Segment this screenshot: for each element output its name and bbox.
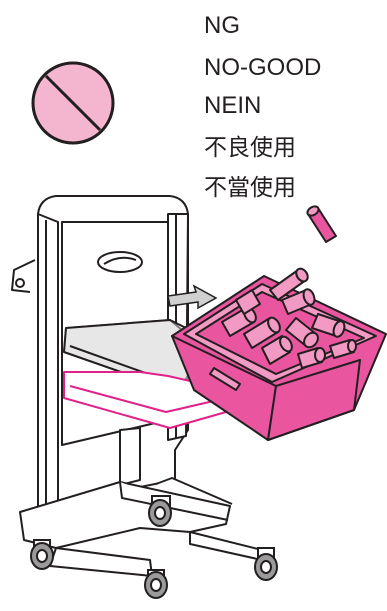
prohibition-icon (31, 61, 115, 145)
warning-text-ng: NG (204, 12, 240, 39)
parts-bin-illustration (171, 267, 387, 441)
falling-part (306, 205, 337, 243)
lower-tray (63, 371, 231, 429)
warning-text-traditional: 不當使用 (204, 175, 296, 201)
caster-wheels (30, 495, 278, 599)
warning-text-no-good: NO-GOOD (204, 54, 322, 81)
warning-text-simplified: 不良使用 (204, 135, 296, 161)
warning-text-nein: NEIN (204, 92, 262, 119)
push-arrow-icon (167, 284, 218, 310)
